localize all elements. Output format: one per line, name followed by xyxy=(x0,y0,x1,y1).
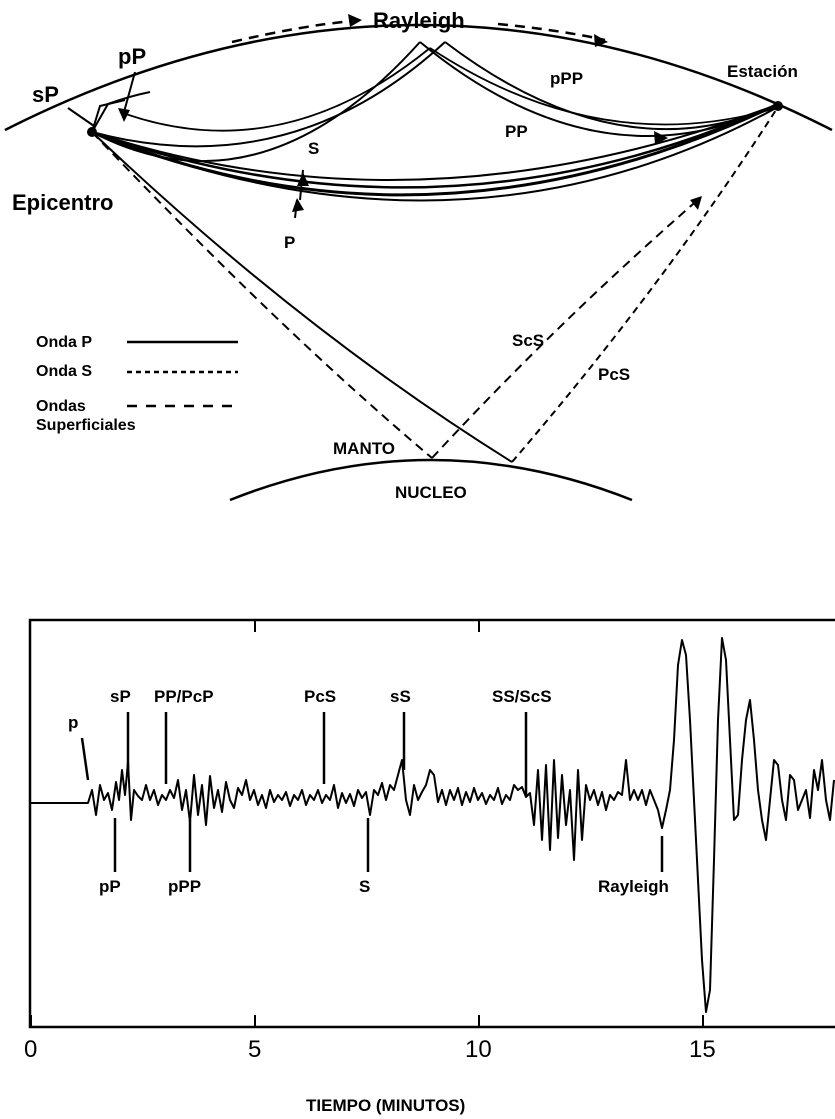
nucleo-label: NUCLEO xyxy=(395,483,467,502)
x-axis-label: TIEMPO (MINUTOS) xyxy=(306,1096,465,1115)
wave-path-diagram xyxy=(4,19,833,502)
pPP-label: pPP xyxy=(550,69,583,88)
x-tick-label-15: 15 xyxy=(689,1036,716,1063)
arrow-heads xyxy=(87,14,783,212)
legend-onda-p: Onda P xyxy=(36,334,92,351)
earth-surface-arc xyxy=(4,23,833,132)
pP-label: pP xyxy=(118,44,146,69)
x-tick-label-10: 10 xyxy=(465,1036,492,1063)
pp-ray-2 xyxy=(91,41,446,148)
phase-markers xyxy=(80,712,664,872)
pp-ray-5 xyxy=(444,41,777,131)
pointer-lines xyxy=(67,71,304,219)
phase-label-S: S xyxy=(359,877,370,896)
direct-ray-3 xyxy=(91,104,777,181)
rayleigh-right-arrowhead xyxy=(594,34,608,47)
manto-label: MANTO xyxy=(333,439,395,458)
scs-ray-up xyxy=(431,197,701,459)
direct-ray-4 xyxy=(91,107,777,202)
legend-superficiales: Superficiales xyxy=(36,417,136,434)
rayleigh-arrow-left xyxy=(231,19,353,44)
phase-label-sP: sP xyxy=(110,687,131,706)
seismogram-frame xyxy=(28,618,835,1029)
pP-pointer xyxy=(123,71,136,113)
seismogram: 0 5 10 15 TIEMPO (MINUTOS) p sP PP/PcP P… xyxy=(24,618,835,1115)
phase-label-PP-PcP: PP/PcP xyxy=(154,687,214,706)
sP-pointer xyxy=(67,107,95,127)
pp-ray-3 xyxy=(119,47,431,132)
rayleigh-label: Rayleigh xyxy=(373,8,465,33)
epicentre-dot xyxy=(87,127,97,137)
legend: Onda P Onda S Ondas Superficiales xyxy=(36,334,238,434)
rayleigh-arrow-right xyxy=(497,22,606,42)
sP-label: sP xyxy=(32,82,59,107)
epicentro-label: Epicentro xyxy=(12,190,113,215)
seismogram-trace xyxy=(30,637,835,1013)
P-label: P xyxy=(284,233,295,252)
pP-arrowhead xyxy=(118,108,130,122)
marker-p xyxy=(80,737,90,781)
axis-ticks xyxy=(30,620,704,1027)
phase-label-SS-ScS: SS/ScS xyxy=(492,687,552,706)
PP-label: PP xyxy=(505,122,528,141)
p-pointer xyxy=(294,199,298,219)
legend-ondas: Ondas xyxy=(36,398,86,415)
PcS-label: PcS xyxy=(598,365,630,384)
rayleigh-left-arrowhead xyxy=(348,14,362,27)
phase-label-sS: sS xyxy=(390,687,411,706)
p-arrowhead xyxy=(292,198,304,212)
pp-arrowhead xyxy=(654,131,668,145)
phase-label-p: p xyxy=(68,713,78,732)
x-tick-label-5: 5 xyxy=(248,1036,261,1063)
pp-ray-6 xyxy=(429,47,777,126)
s-pointer xyxy=(299,169,304,201)
pcs-ray-up xyxy=(511,109,777,463)
direct-p-ray xyxy=(91,103,777,197)
core-mantle-boundary xyxy=(229,458,633,502)
x-tick-label-0: 0 xyxy=(24,1036,37,1063)
core-p-ray-down xyxy=(91,131,513,463)
direct-s-ray xyxy=(91,103,777,189)
scs-arrowhead xyxy=(690,196,702,210)
sP-short-ray xyxy=(91,99,126,133)
phase-label-pPP: pPP xyxy=(168,877,201,896)
S-label: S xyxy=(308,139,319,158)
legend-onda-s: Onda S xyxy=(36,363,92,380)
phase-label-pP: pP xyxy=(99,877,121,896)
phase-label-Rayleigh: Rayleigh xyxy=(598,877,669,896)
estacion-label: Estación xyxy=(727,62,798,81)
phase-label-PcS: PcS xyxy=(304,687,336,706)
ScS-label: ScS xyxy=(512,331,544,350)
station-dot xyxy=(773,101,783,111)
